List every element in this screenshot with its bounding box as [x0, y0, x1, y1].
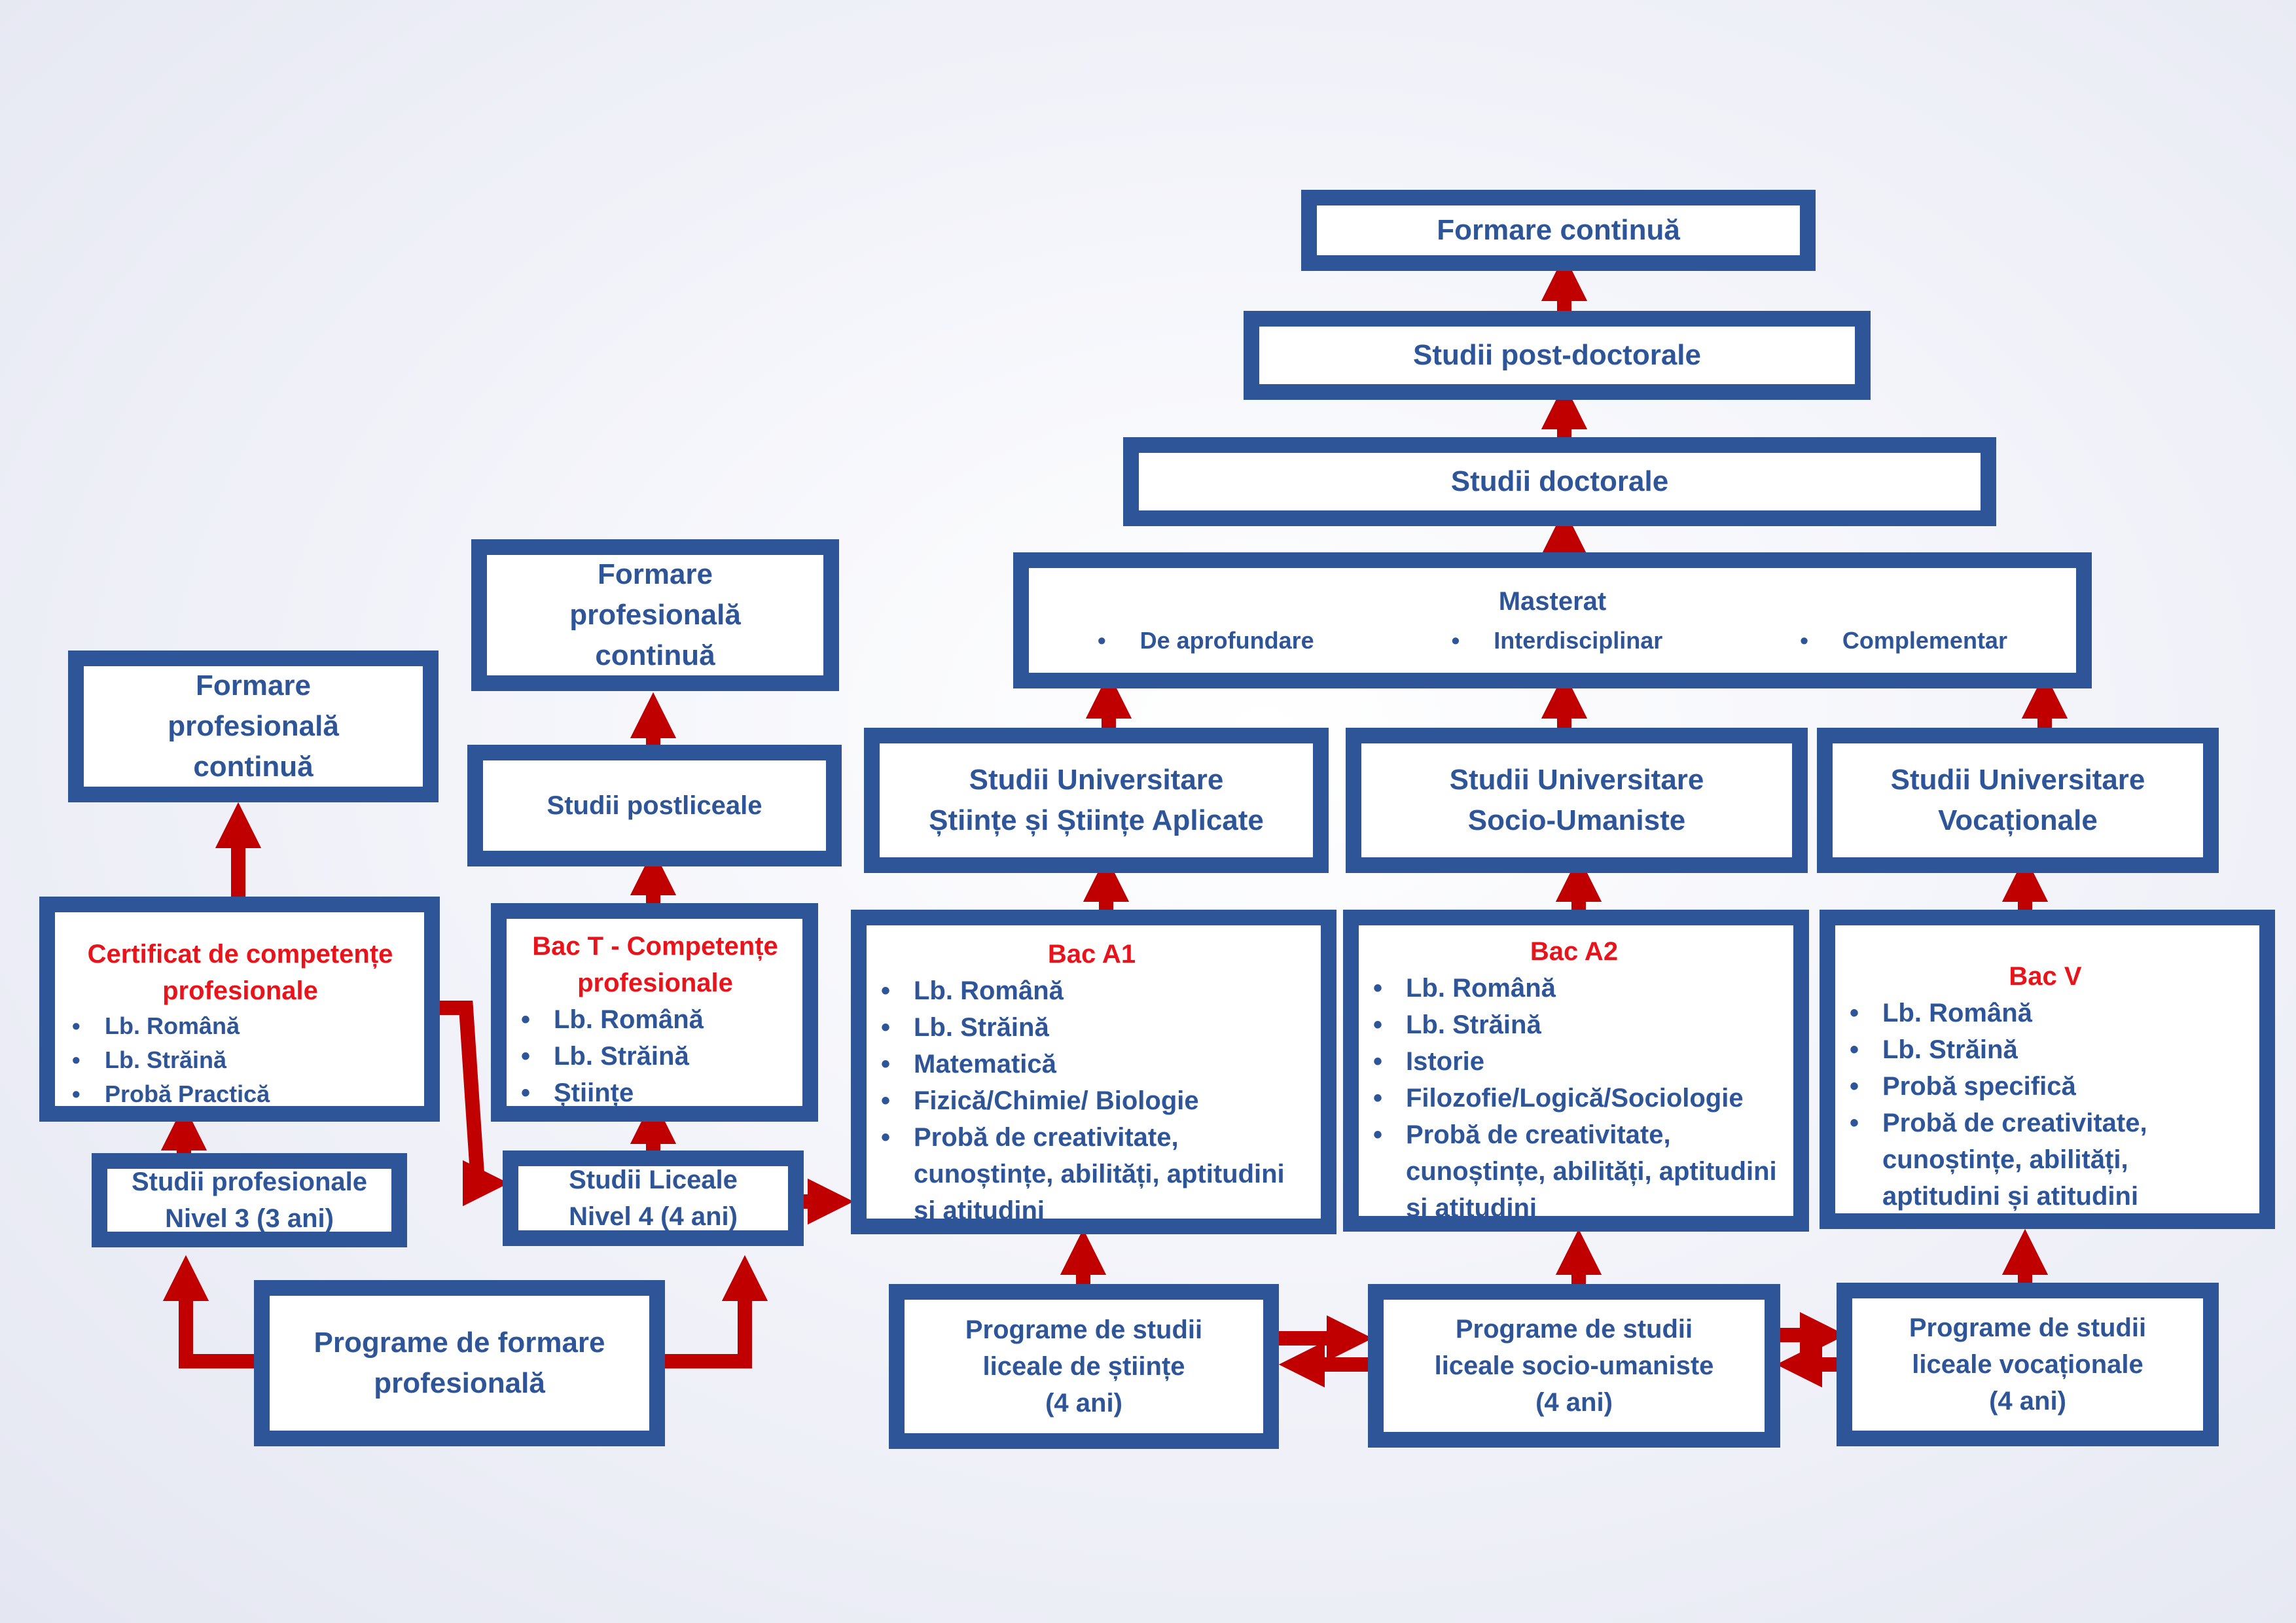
programe-formare-box: Programe de formare profesională [254, 1280, 665, 1446]
bac-a1-item: Fizică/Chimie/ Biologie [876, 1082, 1308, 1119]
masterat-title: Masterat [1498, 587, 1607, 616]
certificat-item: Lb. Română [67, 1009, 270, 1043]
bac-v-item: Lb. Română [1844, 995, 2246, 1031]
bac-v-item: Lb. Străină [1844, 1031, 2246, 1068]
bac-t-item: Științe [516, 1075, 704, 1111]
universitare-socio-line2: Socio-Umaniste [1467, 804, 1686, 836]
programe-socio-box: Programe de studii liceale socio-umanist… [1368, 1284, 1780, 1448]
programe-socio-line3: (4 ani) [1535, 1388, 1613, 1417]
studii-liceale-line1: Studii Liceale [569, 1166, 738, 1194]
bac-v-title: Bac V [2009, 962, 2082, 991]
studii-doctorale-box: Studii doctorale [1123, 437, 1996, 526]
bac-a2-title: Bac A2 [1530, 937, 1619, 966]
formare-continua-label: Formare continuă [1437, 214, 1680, 246]
studii-profesionale-line2: Nivel 3 (3 ani) [165, 1204, 334, 1233]
studii-postliceale-box: Studii postliceale [467, 745, 842, 866]
bac-v-list: Lb. Română Lb. Străină Probă specifică P… [1844, 995, 2246, 1215]
bac-a1-box: Bac A1 Lb. Română Lb. Străină Matematică… [851, 910, 1336, 1234]
studii-post-doctorale-box: Studii post-doctorale [1244, 311, 1871, 400]
certificat-title-line2: profesionale [162, 976, 318, 1005]
studii-doctorale-label: Studii doctorale [1450, 465, 1669, 497]
bac-a2-list: Lb. Română Lb. Străină Istorie Filozofie… [1368, 970, 1780, 1226]
programe-stiinte-line1: Programe de studii [965, 1315, 1203, 1344]
universitare-vocationale-line1: Studii Universitare [1890, 764, 2145, 796]
certificat-item: Lb. Străină [67, 1043, 270, 1077]
formare-profesionala-continua-box-2: Formare profesională continuă [471, 539, 839, 691]
studii-liceale-box: Studii Liceale Nivel 4 (4 ani) [503, 1150, 804, 1246]
bac-a1-item: Matematică [876, 1046, 1308, 1082]
studii-postliceale-label: Studii postliceale [547, 791, 762, 820]
bac-a1-item: Lb. Română [876, 972, 1308, 1009]
bac-a2-box: Bac A2 Lb. Română Lb. Străină Istorie Fi… [1343, 910, 1809, 1232]
universitare-stiinte-line1: Studii Universitare [969, 764, 1224, 796]
bac-v-box: Bac V Lb. Română Lb. Străină Probă speci… [1820, 910, 2275, 1229]
formare-prof-2-line3: continuă [595, 639, 715, 671]
programe-formare-line2: profesională [374, 1367, 545, 1399]
bac-t-title-line2: profesionale [577, 969, 733, 997]
programe-vocationale-line3: (4 ani) [1989, 1387, 2066, 1416]
formare-prof-1-line2: profesională [168, 710, 339, 742]
arrow-programe-to-profesionale [162, 1255, 262, 1368]
certificat-list: Lb. Română Lb. Străină Probă Practică [67, 1009, 270, 1111]
universitare-stiinte-box: Studii Universitare Științe și Științe A… [864, 728, 1329, 873]
bac-a1-title: Bac A1 [1047, 940, 1136, 969]
formare-prof-2-line1: Formare [597, 558, 713, 590]
bac-a1-list: Lb. Română Lb. Străină Matematică Fizică… [876, 972, 1308, 1229]
bac-t-item: Lb. Română [516, 1001, 704, 1038]
certificat-box: Certificat de competențe profesionale Lb… [39, 897, 440, 1122]
programe-vocationale-box: Programe de studii liceale vocaționale (… [1837, 1283, 2219, 1446]
bac-t-list: Lb. Română Lb. Străină Științe [516, 1001, 704, 1111]
masterat-items: De aprofundare Interdisciplinar Compleme… [1029, 624, 2076, 658]
masterat-item: Complementar [1800, 624, 2007, 658]
certificat-item: Probă Practică [67, 1077, 270, 1111]
universitare-socio-box: Studii Universitare Socio-Umaniste [1346, 728, 1808, 873]
programe-stiinte-line2: liceale de științe [982, 1352, 1185, 1381]
bac-a2-item: Istorie [1368, 1043, 1780, 1080]
bac-a1-item: Probă de creativitate, cunoștințe, abili… [876, 1119, 1308, 1229]
formare-profesionala-continua-box-1: Formare profesională continuă [68, 651, 439, 802]
bac-a2-item: Filozofie/Logică/Sociologie [1368, 1080, 1780, 1116]
programe-stiinte-line3: (4 ani) [1045, 1389, 1122, 1418]
studii-profesionale-box: Studii profesionale Nivel 3 (3 ani) [92, 1153, 407, 1247]
masterat-item: De aprofundare [1098, 624, 1314, 658]
programe-vocationale-line1: Programe de studii [1909, 1313, 2147, 1342]
bac-a2-item: Lb. Română [1368, 970, 1780, 1007]
certificat-title-line1: Certificat de competențe [87, 940, 393, 969]
programe-stiinte-box: Programe de studii liceale de științe (4… [889, 1284, 1279, 1449]
bac-t-item: Lb. Străină [516, 1038, 704, 1075]
bac-a2-item: Lb. Străină [1368, 1007, 1780, 1043]
programe-vocationale-line2: liceale vocaționale [1912, 1350, 2144, 1379]
bac-a1-item: Lb. Străină [876, 1009, 1308, 1046]
programe-socio-line2: liceale socio-umaniste [1434, 1351, 1714, 1380]
programe-formare-line1: Programe de formare [314, 1327, 605, 1359]
universitare-vocationale-line2: Vocaționale [1938, 804, 2098, 836]
arrow-programe-to-liceale [660, 1255, 768, 1368]
studii-profesionale-line1: Studii profesionale [131, 1168, 368, 1196]
masterat-item: Interdisciplinar [1452, 624, 1662, 658]
studii-liceale-line2: Nivel 4 (4 ani) [569, 1202, 738, 1231]
bac-v-item: Probă de creativitate, cunoștințe, abili… [1844, 1105, 2246, 1215]
bac-t-title-line1: Bac T - Competențe [532, 932, 778, 961]
bac-v-item: Probă specifică [1844, 1068, 2246, 1105]
studii-post-doctorale-label: Studii post-doctorale [1413, 339, 1701, 371]
universitare-stiinte-line2: Științe și Științe Aplicate [929, 804, 1264, 836]
universitare-socio-line1: Studii Universitare [1449, 764, 1704, 796]
programe-socio-line1: Programe de studii [1455, 1315, 1693, 1344]
universitare-vocationale-box: Studii Universitare Vocaționale [1817, 728, 2219, 873]
masterat-box: Masterat De aprofundare Interdisciplinar… [1013, 552, 2092, 688]
formare-prof-1-line3: continuă [193, 751, 314, 783]
arrow-certificat-to-liceale [435, 1001, 509, 1207]
formare-continua-box: Formare continuă [1301, 190, 1816, 271]
formare-prof-1-line1: Formare [195, 669, 312, 702]
bac-t-box: Bac T - Competențe profesionale Lb. Româ… [491, 903, 818, 1122]
formare-prof-2-line2: profesională [569, 599, 741, 631]
bac-a2-item: Probă de creativitate, cunoștințe, abili… [1368, 1116, 1780, 1226]
